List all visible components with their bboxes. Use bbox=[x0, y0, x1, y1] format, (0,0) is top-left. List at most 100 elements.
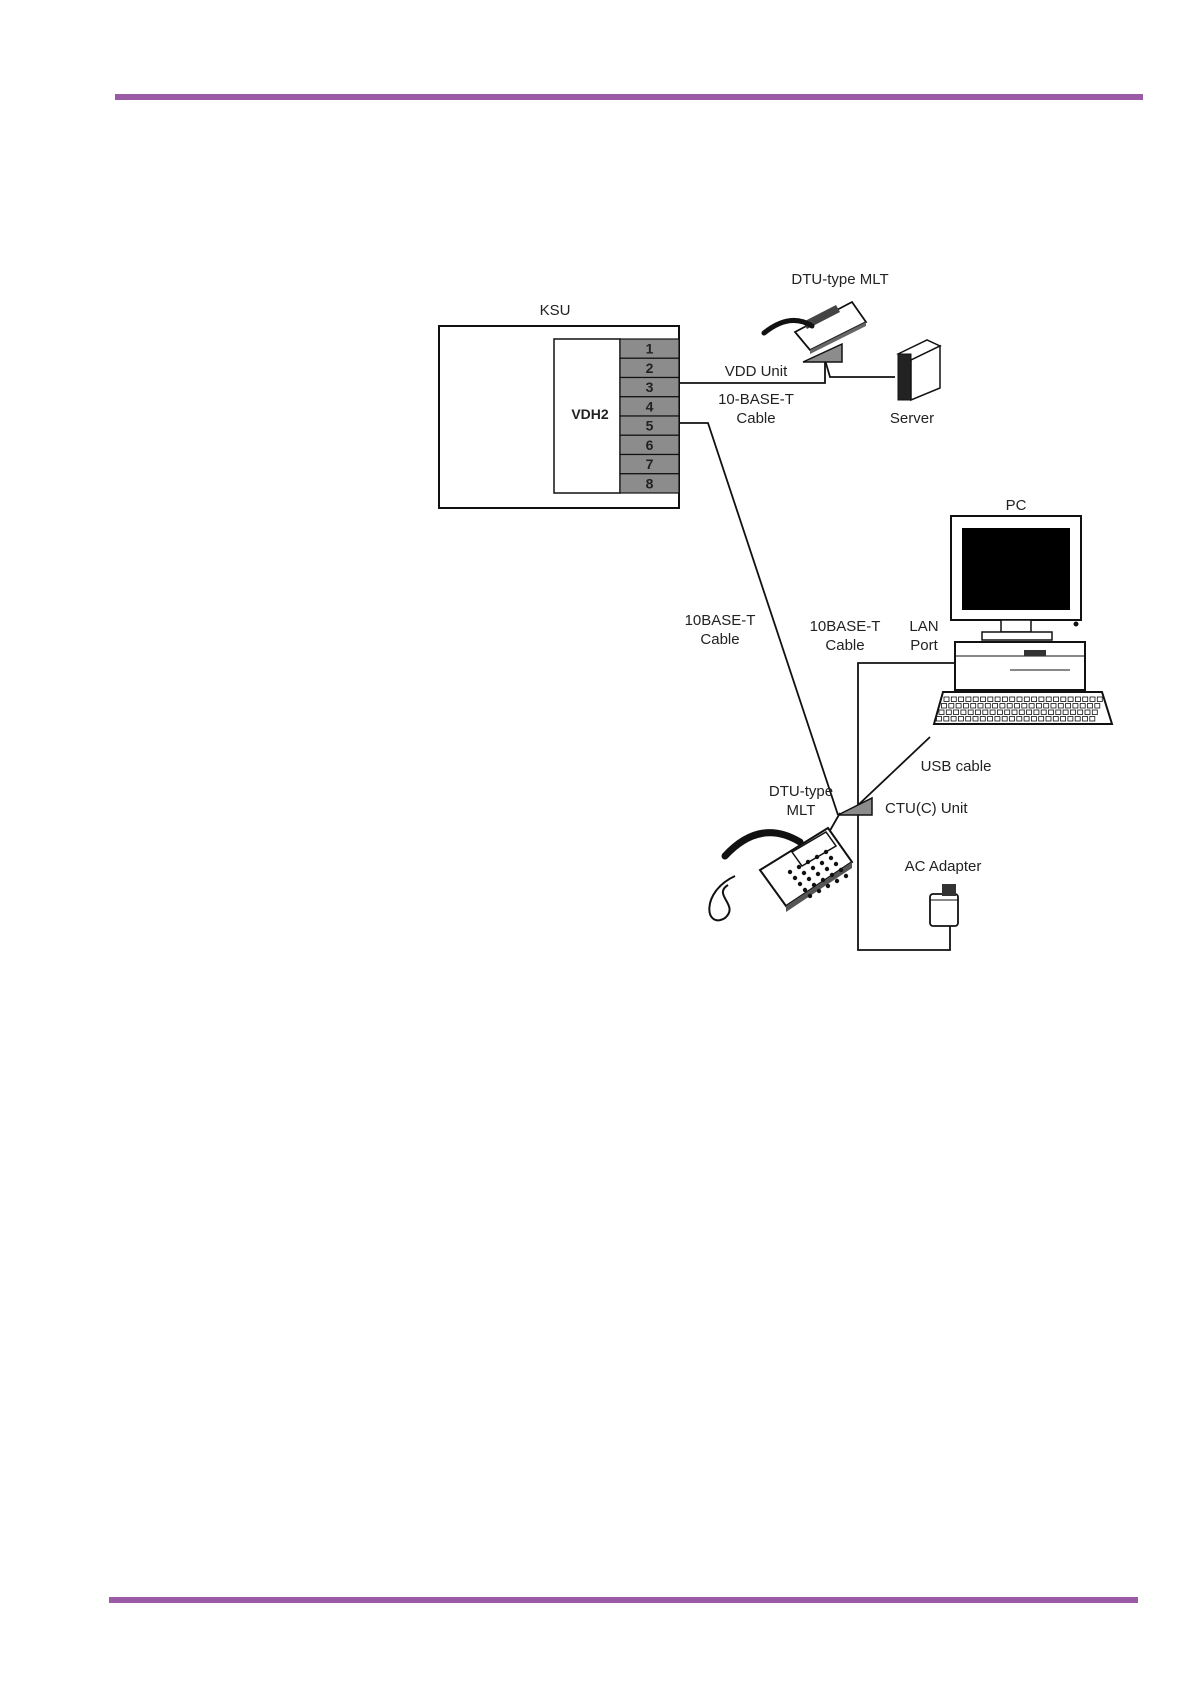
keyboard-key bbox=[968, 710, 973, 715]
port-number: 2 bbox=[646, 360, 654, 376]
keyboard-key bbox=[1015, 704, 1020, 709]
keyboard-key bbox=[1010, 717, 1015, 722]
keyboard-key bbox=[1083, 697, 1088, 702]
keyboard-key bbox=[1066, 704, 1071, 709]
keyboard-key bbox=[1012, 710, 1017, 715]
lan-port-label-2: Port bbox=[910, 637, 938, 654]
keyboard-key bbox=[966, 717, 971, 722]
phone-key bbox=[797, 865, 801, 869]
keyboard-key bbox=[1054, 697, 1059, 702]
keyboard-key bbox=[1010, 697, 1015, 702]
vdh2-label: VDH2 bbox=[571, 406, 609, 422]
port-number: 7 bbox=[646, 456, 654, 472]
phone-key bbox=[798, 882, 802, 886]
keyboard-key bbox=[1002, 697, 1007, 702]
pc-cable-label-1: 10BASE-T bbox=[810, 618, 881, 635]
phone-key bbox=[788, 870, 792, 874]
keyboard-key bbox=[990, 710, 995, 715]
keyboard-key bbox=[951, 697, 956, 702]
phone-key bbox=[839, 868, 843, 872]
ac-cable-line bbox=[858, 815, 950, 950]
long-cable-label-1: 10BASE-T bbox=[685, 612, 756, 629]
phone-key bbox=[816, 872, 820, 876]
phone-key bbox=[808, 894, 812, 898]
phone-key bbox=[793, 876, 797, 880]
port-number: 3 bbox=[646, 379, 654, 395]
keyboard-key bbox=[1058, 704, 1063, 709]
keyboard-key bbox=[1024, 697, 1029, 702]
phone-key bbox=[824, 850, 828, 854]
long-cable-label-2: Cable bbox=[700, 631, 739, 648]
keyboard-key bbox=[1063, 710, 1068, 715]
phone-key bbox=[806, 860, 810, 864]
phone-key bbox=[815, 855, 819, 859]
usb-cable-line bbox=[855, 737, 930, 808]
port-number: 1 bbox=[646, 341, 654, 357]
keyboard-key bbox=[997, 710, 1002, 715]
pc-icon bbox=[934, 516, 1112, 724]
phone-key bbox=[830, 873, 834, 877]
keyboard-key bbox=[1007, 704, 1012, 709]
keyboard-key bbox=[944, 717, 949, 722]
keyboard-key bbox=[983, 710, 988, 715]
keyboard-key bbox=[1075, 717, 1080, 722]
keyboard-key bbox=[1046, 717, 1051, 722]
port-number: 6 bbox=[646, 437, 654, 453]
keyboard-key bbox=[1068, 717, 1073, 722]
keyboard-key bbox=[1061, 717, 1066, 722]
port-number: 8 bbox=[646, 475, 654, 491]
keyboard-key bbox=[1024, 717, 1029, 722]
keyboard-key bbox=[1000, 704, 1005, 709]
keyboard-key bbox=[946, 710, 951, 715]
keyboard-key bbox=[1097, 697, 1102, 702]
keyboard-key bbox=[1075, 697, 1080, 702]
server-icon bbox=[898, 340, 940, 400]
keyboard-key bbox=[1029, 704, 1034, 709]
phone-key bbox=[829, 856, 833, 860]
keyboard-key bbox=[1017, 717, 1022, 722]
phone-key bbox=[811, 866, 815, 870]
keyboard-key bbox=[961, 710, 966, 715]
keyboard-key bbox=[963, 704, 968, 709]
keyboard-key bbox=[1095, 704, 1100, 709]
phone-key bbox=[821, 878, 825, 882]
keyboard-key bbox=[954, 710, 959, 715]
keyboard-key bbox=[988, 697, 993, 702]
keyboard-key bbox=[1053, 717, 1058, 722]
usb-cable-label: USB cable bbox=[921, 758, 992, 775]
server-label: Server bbox=[890, 410, 934, 427]
keyboard-key bbox=[995, 717, 1000, 722]
keyboard-key bbox=[1090, 697, 1095, 702]
keyboard-key bbox=[1080, 704, 1085, 709]
keyboard-key bbox=[1019, 710, 1024, 715]
keyboard-key bbox=[1051, 704, 1056, 709]
phone-key bbox=[835, 879, 839, 883]
keyboard-key bbox=[1056, 710, 1061, 715]
keyboard-key bbox=[1032, 697, 1037, 702]
keyboard-key bbox=[978, 704, 983, 709]
keyboard-key bbox=[995, 697, 1000, 702]
keyboard-key bbox=[951, 717, 956, 722]
keyboard-key bbox=[1044, 704, 1049, 709]
keyboard-key bbox=[966, 697, 971, 702]
keyboard-key bbox=[949, 704, 954, 709]
keyboard-key bbox=[981, 697, 986, 702]
pc-cable-label-2: Cable bbox=[825, 637, 864, 654]
bottom-mlt-label-1: DTU-type bbox=[769, 783, 833, 800]
vdd-unit-label: VDD Unit bbox=[725, 363, 788, 380]
keyboard-key bbox=[956, 704, 961, 709]
keyboard-key bbox=[1070, 710, 1075, 715]
top-phone-icon bbox=[764, 302, 866, 354]
top-cable-label-1: 10-BASE-T bbox=[718, 391, 794, 408]
keyboard-key bbox=[1027, 710, 1032, 715]
keyboard-key bbox=[1083, 717, 1088, 722]
keyboard-key bbox=[1078, 710, 1083, 715]
keyboard-key bbox=[980, 717, 985, 722]
keyboard-key bbox=[985, 704, 990, 709]
top-cable-label-2: Cable bbox=[736, 410, 775, 427]
pc-label: PC bbox=[1006, 497, 1027, 514]
phone-key bbox=[807, 877, 811, 881]
phone-key bbox=[834, 862, 838, 866]
